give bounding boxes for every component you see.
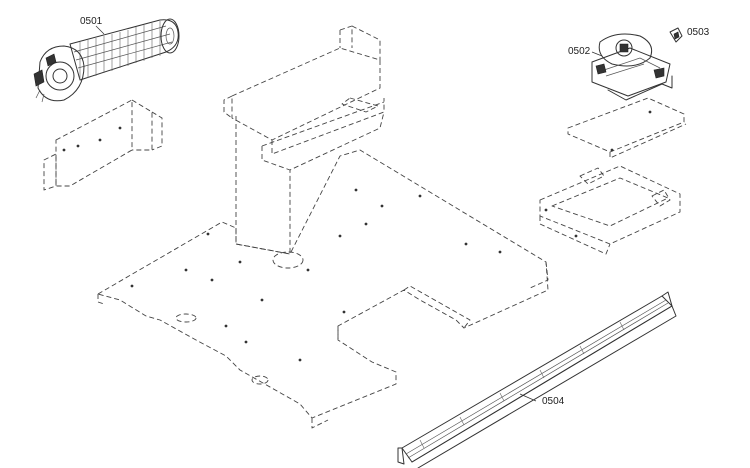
long-rail-part — [397, 291, 677, 468]
motor-assembly-leader-line — [591, 51, 603, 57]
central-duct — [223, 25, 385, 269]
long-rail-label: 0504 — [542, 396, 565, 407]
lower-right-tray — [539, 165, 681, 255]
small-clip-label: 0503 — [687, 27, 710, 38]
fan-label: 0501 — [80, 16, 103, 27]
upper-right-tray — [567, 97, 687, 159]
small-clip-part — [669, 27, 683, 43]
fan-mount-bracket — [43, 99, 163, 191]
long-rail-leader-line — [519, 393, 537, 402]
motor-assembly-label: 0502 — [568, 46, 591, 57]
fan-part — [33, 18, 180, 103]
fan-leader-line — [95, 25, 105, 35]
motor-assembly-part — [591, 33, 673, 101]
base-plate — [97, 149, 549, 429]
